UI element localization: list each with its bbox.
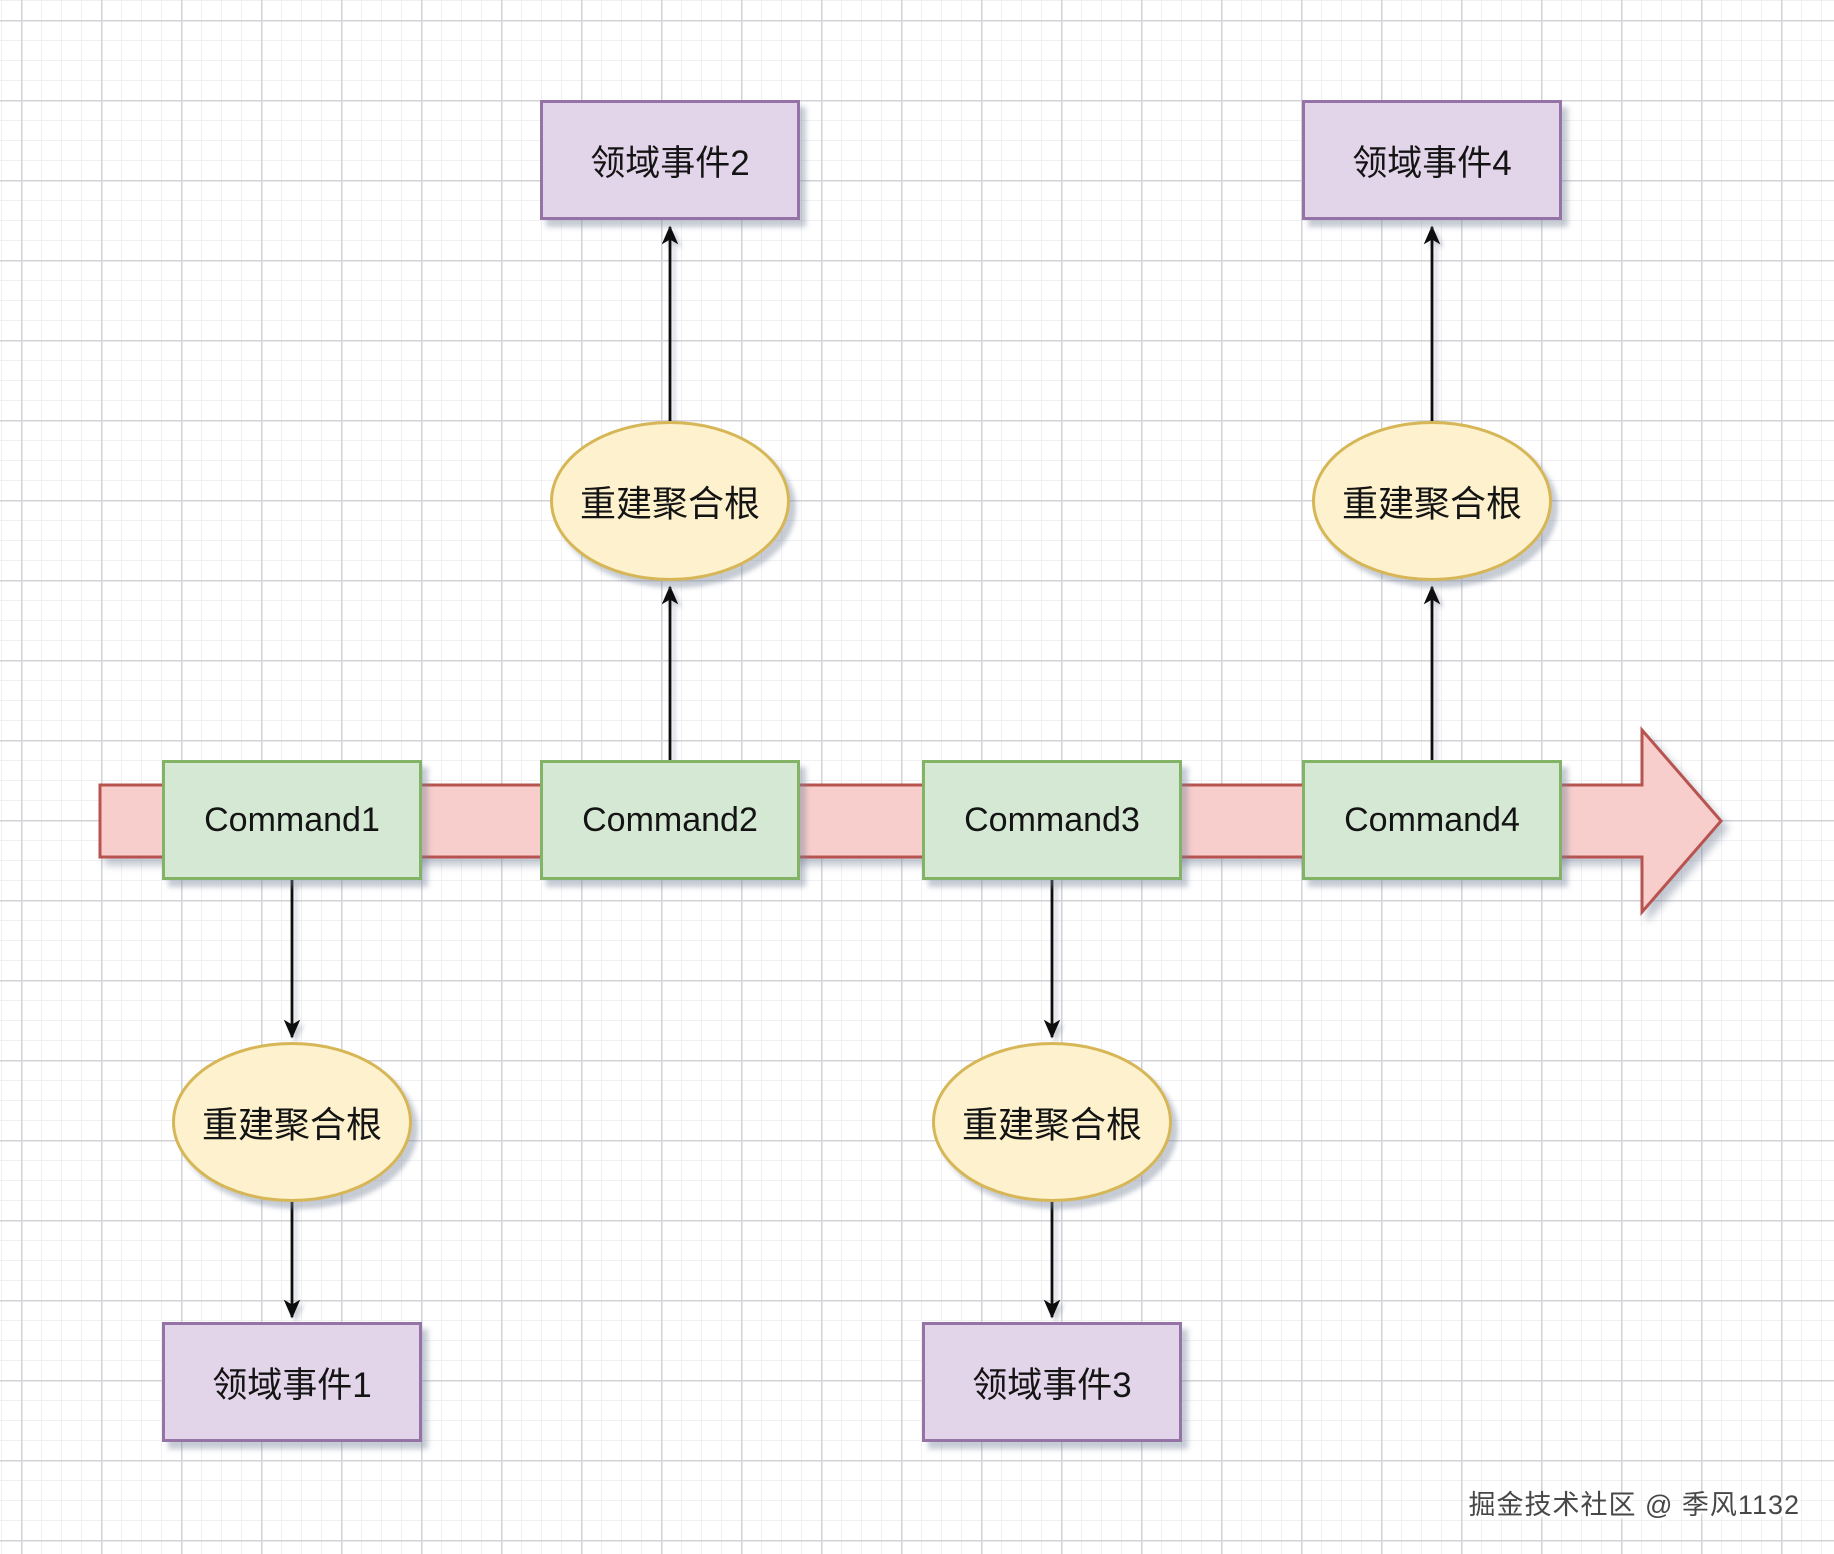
rebuild-ellipse-4: 重建聚合根: [1312, 421, 1552, 581]
rebuild-label-3: 重建聚合根: [961, 1104, 1142, 1145]
command4-label: Command4: [1344, 800, 1520, 839]
event3-node: 领域事件3: [922, 1322, 1182, 1442]
command1-label: Command1: [204, 800, 380, 839]
watermark-text: 掘金技术社区 @ 季风1132: [1468, 1490, 1800, 1520]
event4-node: 领域事件4: [1302, 100, 1562, 220]
command2-node: Command2: [540, 760, 800, 880]
command4-node: Command4: [1302, 760, 1562, 880]
rebuild-label-4: 重建聚合根: [1341, 483, 1522, 524]
rebuild-ellipse-3: 重建聚合根: [932, 1042, 1172, 1202]
rebuild-label-1: 重建聚合根: [201, 1104, 382, 1145]
rebuild-ellipse-2: 重建聚合根: [550, 421, 790, 581]
event3-label: 领域事件3: [972, 1365, 1132, 1405]
rebuild-label-2: 重建聚合根: [579, 483, 760, 524]
command3-node: Command3: [922, 760, 1182, 880]
event1-label: 领域事件1: [212, 1365, 372, 1405]
event2-label: 领域事件2: [590, 143, 750, 183]
command1-node: Command1: [162, 760, 422, 880]
command2-label: Command2: [582, 800, 758, 839]
command3-label: Command3: [964, 800, 1140, 839]
event1-node: 领域事件1: [162, 1322, 422, 1442]
event2-node: 领域事件2: [540, 100, 800, 220]
event4-label: 领域事件4: [1352, 143, 1512, 183]
rebuild-ellipse-1: 重建聚合根: [172, 1042, 412, 1202]
